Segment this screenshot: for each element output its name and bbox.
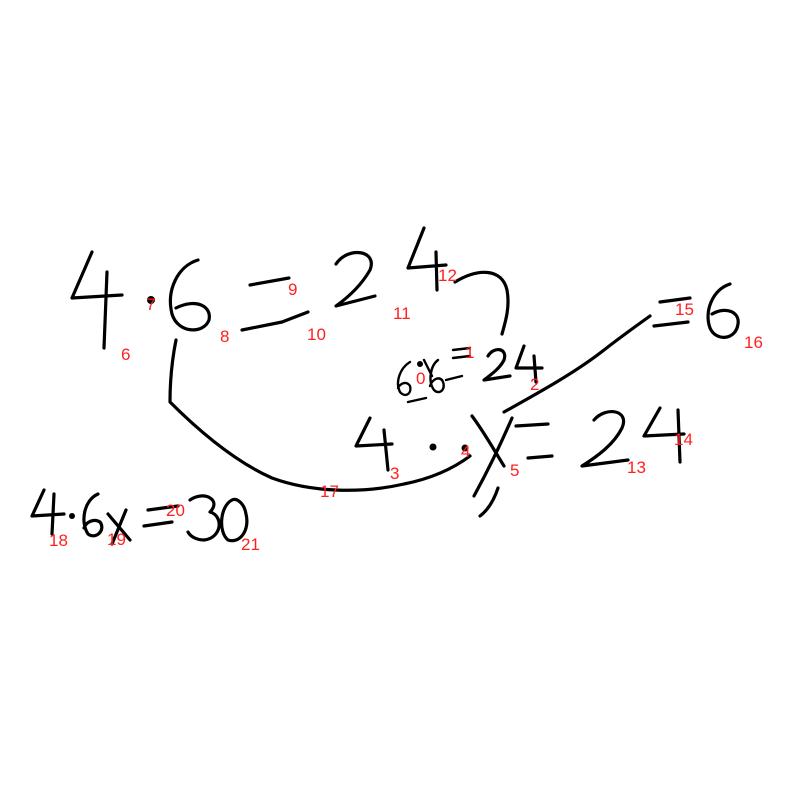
stroke-label-7: 7	[146, 295, 156, 314]
stroke-label-6: 6	[121, 345, 131, 364]
stroke-top-equals	[240, 276, 310, 332]
stroke-bottom-6	[82, 492, 104, 538]
stroke-label-14: 14	[674, 430, 693, 449]
stroke-label-4: 4	[461, 442, 471, 461]
stroke-mid-x	[470, 414, 514, 498]
stroke-bottom-dot	[69, 513, 75, 519]
stroke-mid-small-equals	[451, 346, 472, 360]
stroke-label-20: 20	[166, 501, 185, 520]
stroke-mid-small-4	[514, 344, 544, 384]
stroke-label-12: 12	[438, 266, 457, 285]
stroke-label-21: 21	[241, 535, 260, 554]
stroke-mid-small-dash	[406, 374, 464, 404]
stroke-mid-small-dot	[417, 361, 423, 367]
stroke-top-6	[168, 258, 211, 332]
stroke-label-19: 19	[107, 530, 126, 549]
stroke-mid-x-tail	[478, 486, 500, 518]
stroke-top-4b	[406, 226, 448, 292]
stroke-label-0: 0	[416, 369, 426, 388]
stroke-top-dot	[147, 296, 155, 304]
stroke-top-4-tail	[453, 270, 510, 336]
stroke-mid-small-6a	[396, 360, 412, 397]
stroke-top-2	[334, 250, 377, 308]
stroke-right-6	[706, 282, 740, 339]
stroke-arc	[168, 338, 472, 492]
stroke-label-5: 5	[510, 461, 520, 480]
stroke-bottom-0	[220, 497, 249, 543]
stroke-label-8: 8	[220, 327, 230, 346]
stroke-mid-4b	[642, 406, 686, 464]
stroke-label-11: 11	[393, 304, 411, 323]
stroke-label-1: 1	[465, 343, 475, 362]
stroke-mid-dot-2	[461, 444, 469, 452]
stroke-label-15: 15	[675, 300, 694, 319]
stroke-label-2: 2	[530, 375, 540, 394]
stroke-label-10: 10	[307, 325, 326, 344]
stroke-label-13: 13	[627, 458, 646, 477]
stroke-top-4	[70, 250, 124, 350]
stroke-label-18: 18	[49, 531, 68, 550]
stroke-mid-small-mark	[422, 358, 434, 378]
stroke-mid-small-2	[482, 348, 512, 382]
stroke-bottom-equals	[142, 504, 180, 528]
stroke-bottom-3	[186, 494, 221, 542]
stroke-mid-dot-1	[429, 443, 437, 451]
stroke-label-16: 16	[744, 333, 763, 352]
stroke-label-3: 3	[390, 464, 400, 483]
stroke-bottom-x	[106, 508, 132, 546]
stroke-mid-equals	[514, 422, 554, 460]
stroke-label-9: 9	[288, 280, 298, 299]
stroke-diagonal	[502, 314, 652, 414]
stroke-mid-4	[354, 416, 394, 472]
stroke-bottom-4	[30, 488, 66, 536]
stroke-right-equals	[652, 296, 692, 328]
stroke-mid-2	[580, 410, 630, 468]
stroke-label-17: 17	[320, 482, 339, 501]
